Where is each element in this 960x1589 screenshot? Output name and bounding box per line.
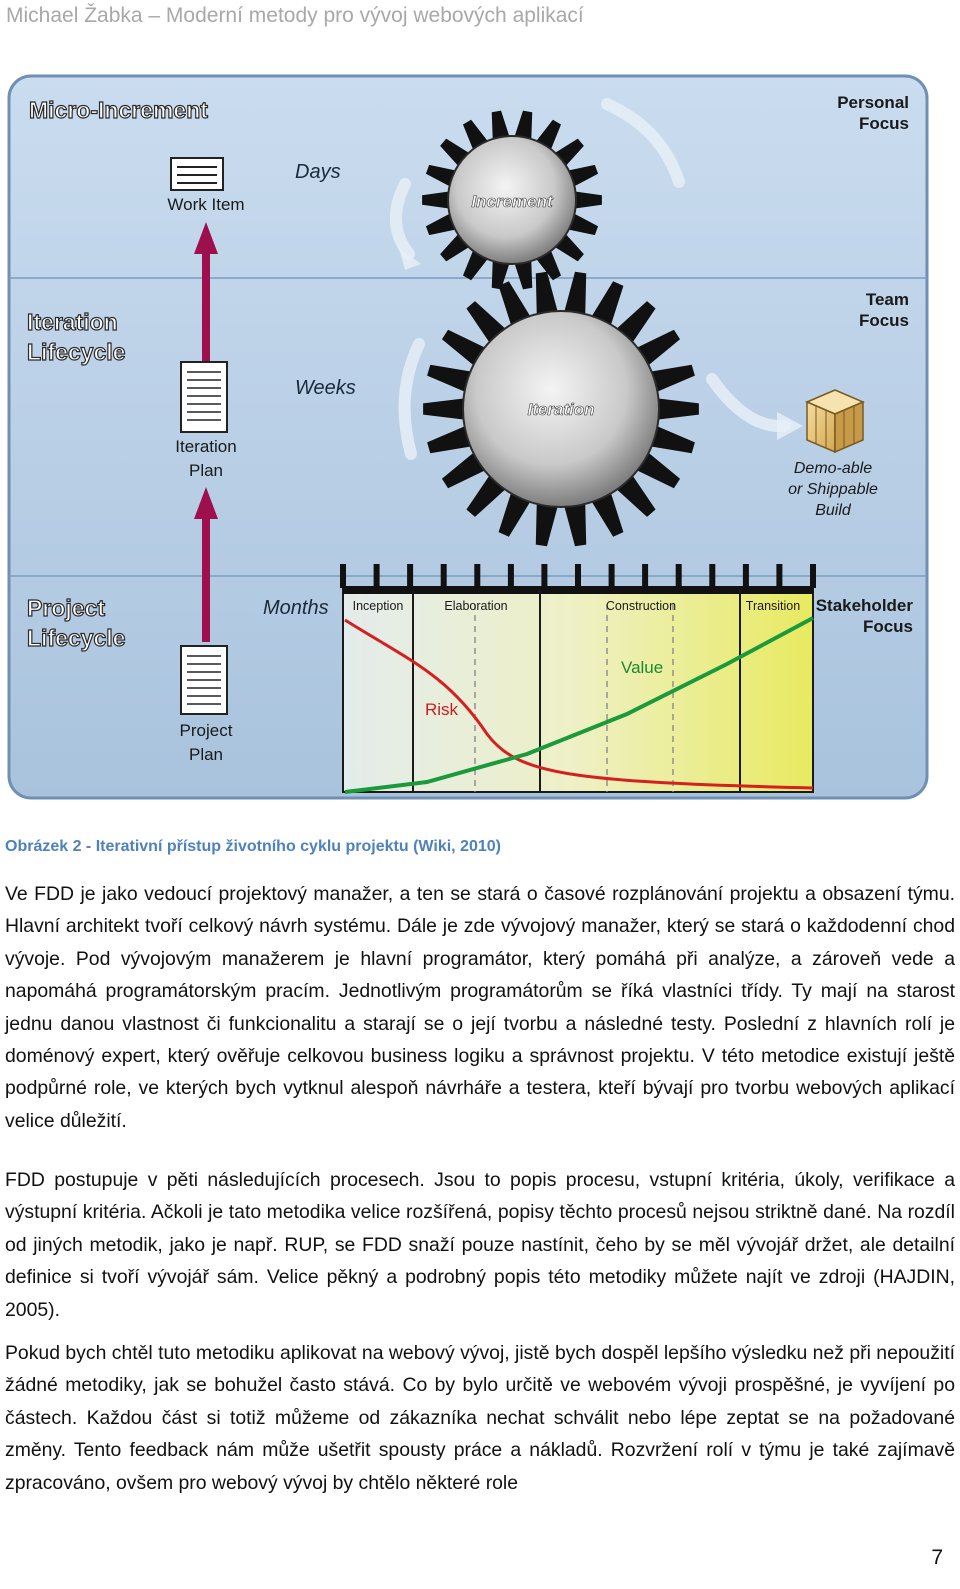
iteration-gear-label: Iteration xyxy=(527,400,594,419)
work-item-document-icon xyxy=(170,157,224,191)
page-number: 7 xyxy=(931,1546,943,1569)
level-micro-label: Micro-Increment xyxy=(29,97,208,123)
comb-tooth xyxy=(340,564,346,588)
gear-tooth xyxy=(563,499,587,547)
focus-team-line1: Team xyxy=(866,290,909,309)
comb-tooth xyxy=(675,564,682,588)
gear-tooth xyxy=(423,398,468,420)
gear-tooth xyxy=(491,110,511,144)
gear-tooth xyxy=(589,281,624,329)
rotation-arrow-small-right xyxy=(601,98,685,188)
duration-days: Days xyxy=(295,161,341,183)
phase-header-comb xyxy=(340,564,816,588)
focus-stakeholder-line2: Focus xyxy=(863,617,913,636)
rotation-arrow-small-left xyxy=(389,178,415,260)
gear-tooth xyxy=(491,256,511,290)
gear-tooth xyxy=(571,191,602,209)
figure-caption: Obrázek 2 - Iterativní přístup životního… xyxy=(5,838,501,855)
level-iteration-label-line1: Iteration xyxy=(27,309,118,335)
iteration-gear-body xyxy=(462,310,660,508)
gear-tooth xyxy=(498,281,533,329)
comb-tooth xyxy=(776,564,783,588)
comb-tooth xyxy=(474,564,481,588)
level-project-label-line2: Lifecycle xyxy=(27,625,125,651)
comb-tooth xyxy=(810,564,816,588)
iteration-plan-label-line2: Plan xyxy=(189,461,223,480)
phase-elaboration-label: Elaboration xyxy=(444,599,507,613)
paragraph-2: FDD postupuje v pěti následujících proce… xyxy=(5,1169,955,1321)
comb-tooth xyxy=(407,564,414,588)
running-header: Michael Žabka – Moderní metody pro vývoj… xyxy=(6,4,584,27)
upward-arrows xyxy=(194,222,218,642)
comb-tooth xyxy=(507,564,514,588)
phase-transition-label: Transition xyxy=(746,599,800,613)
arrow-shaft-lower xyxy=(202,514,210,642)
gear-tooth xyxy=(513,256,533,290)
value-curve-label: Value xyxy=(621,658,663,677)
build-label-line2: or Shippable xyxy=(788,481,878,498)
build-label-line1: Demo-able xyxy=(794,460,872,477)
gear-tooth xyxy=(563,271,587,319)
increment-gear-body xyxy=(447,135,577,265)
comb-tooth xyxy=(373,564,380,588)
risk-curve xyxy=(344,618,814,790)
phase-inception-label: Inception xyxy=(353,599,404,613)
comb-tooth xyxy=(440,564,447,588)
gear-tooth xyxy=(647,364,695,394)
risk-curve-label: Risk xyxy=(425,700,459,719)
project-plan-document-icon xyxy=(180,645,228,715)
gear-tooth xyxy=(422,191,453,209)
phase-header-bar xyxy=(343,586,813,594)
duration-months: Months xyxy=(263,597,329,619)
iteration-plan-document-icon xyxy=(180,361,228,433)
arrow-shaft-upper xyxy=(202,249,210,369)
build-box-icon xyxy=(805,389,865,454)
rotation-arrowhead-small xyxy=(399,248,421,270)
focus-personal-line2: Focus xyxy=(859,114,909,133)
gear-tooth xyxy=(498,489,533,537)
gear-tooth xyxy=(513,110,533,144)
build-label-line3: Build xyxy=(815,502,852,519)
gear-tooth xyxy=(427,364,475,394)
gear-tooth xyxy=(654,398,699,420)
level-project-label-line1: Project xyxy=(27,595,105,621)
project-plan-label-line2: Plan xyxy=(189,745,223,764)
phase-construction-label: Construction xyxy=(606,599,676,613)
arrow-head-lower xyxy=(194,487,218,519)
arrow-head-upper xyxy=(194,222,218,254)
comb-tooth xyxy=(742,564,749,588)
comb-tooth xyxy=(709,564,716,588)
focus-personal-line1: Personal xyxy=(837,93,909,112)
focus-team-line2: Focus xyxy=(859,311,909,330)
rotation-arrow-large-left xyxy=(398,338,425,460)
comb-tooth xyxy=(575,564,581,588)
gear-tooth xyxy=(647,424,695,454)
iteration-plan-label-line1: Iteration xyxy=(175,437,236,456)
phase-chart-area xyxy=(342,587,814,793)
level-iteration-label-line2: Lifecycle xyxy=(27,339,125,365)
gear-tooth xyxy=(427,424,475,454)
work-item-label: Work Item xyxy=(167,195,244,214)
comb-tooth xyxy=(541,564,548,588)
duration-weeks: Weeks xyxy=(295,377,356,399)
focus-stakeholder-line1: Stakeholder xyxy=(816,596,914,615)
iterative-lifecycle-figure: Micro-Increment Iteration Lifecycle Proj… xyxy=(7,74,929,800)
paragraph-3: Pokud bych chtěl tuto metodiku aplikovat… xyxy=(5,1342,955,1494)
value-curve xyxy=(344,616,814,794)
project-plan-label-line1: Project xyxy=(180,721,233,740)
comb-tooth xyxy=(608,564,615,588)
phase-chart: Inception Elaboration Construction Trans… xyxy=(340,564,816,794)
gear-tooth xyxy=(535,271,559,319)
increment-gear-label: Increment xyxy=(471,192,554,211)
comb-tooth xyxy=(642,564,649,588)
gear-tooth xyxy=(589,489,624,537)
rotation-arrowhead-large xyxy=(777,412,803,440)
paragraph-1: Ve FDD je jako vedoucí projektový manaže… xyxy=(5,883,955,1132)
gear-tooth xyxy=(535,499,559,547)
